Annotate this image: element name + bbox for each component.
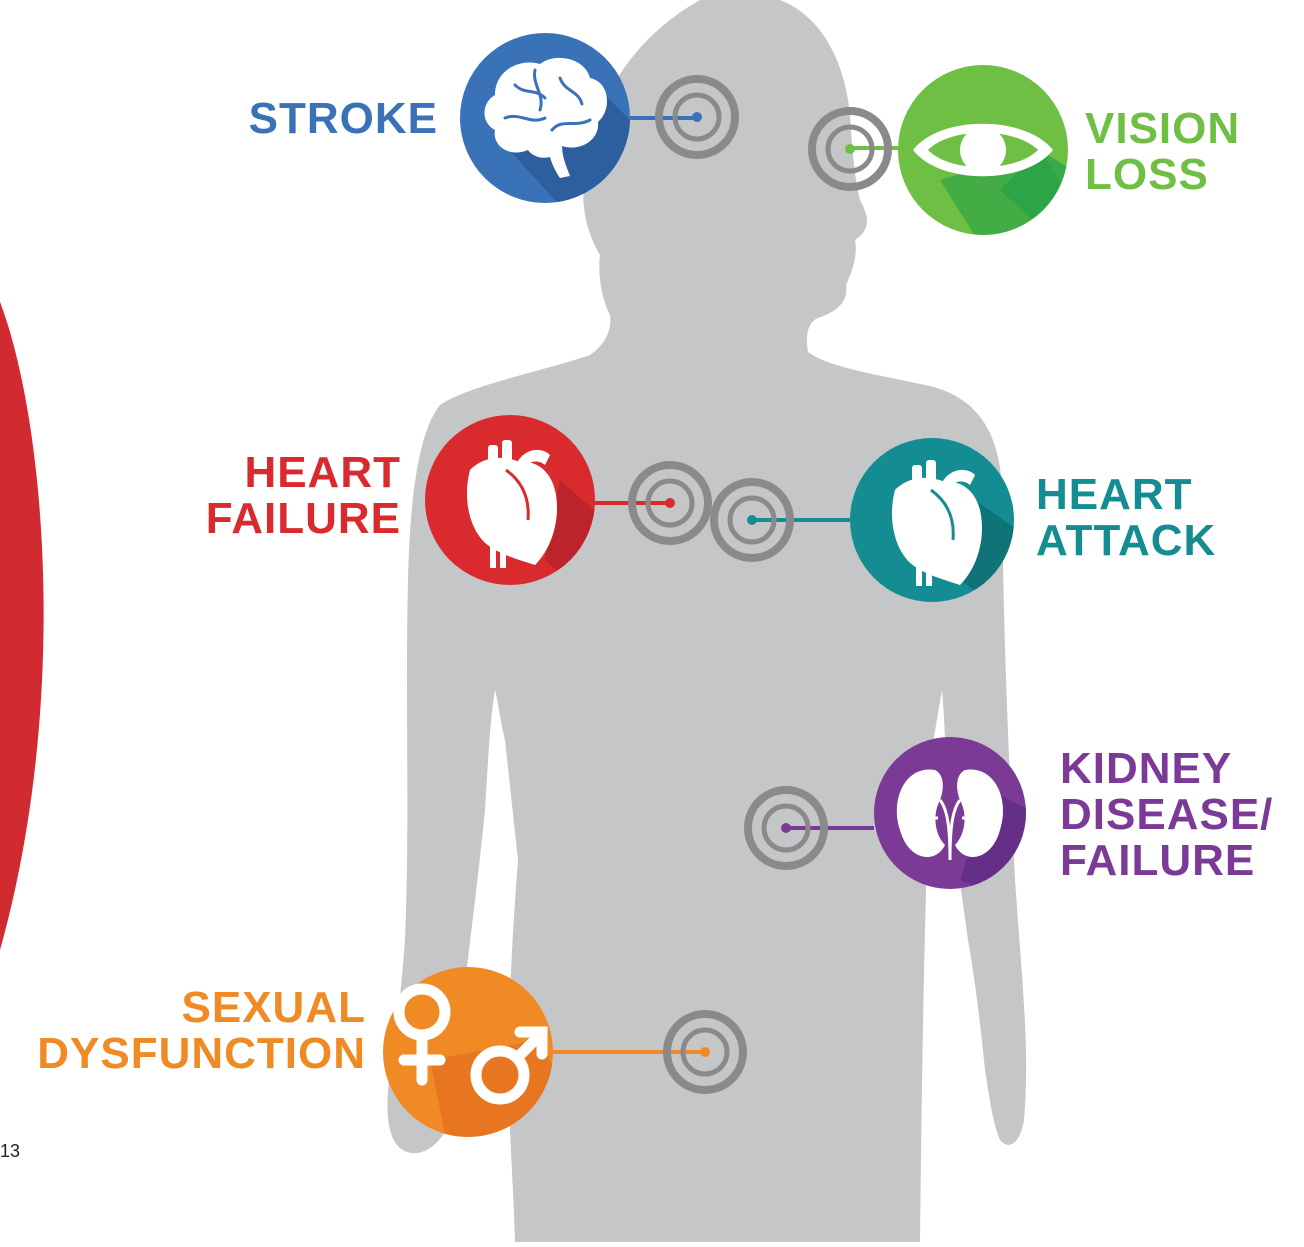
gender-symbols-icon [393,983,548,1105]
heart-icon [466,440,558,568]
label-line: KIDNEY [1060,744,1233,793]
red-arc-shape [0,302,44,950]
target-heart-failure [628,461,712,545]
target-vision [808,107,892,191]
label-heart-failure: HEART FAILURE [206,450,401,542]
label-vision: VISION LOSS [1085,106,1240,198]
label-sexual: SEXUAL DYSFUNCTION [37,985,366,1077]
label-line: VISION [1085,104,1241,153]
target-rings [628,75,892,1094]
target-sexual [663,1010,747,1094]
human-silhouette [387,0,1027,1242]
page-number: 13 [0,1141,21,1161]
sexual-badge [383,967,553,1137]
label-kidney: KIDNEY DISEASE/ FAILURE [1060,746,1273,884]
heart-icon [891,460,983,586]
label-line: HEART [1036,470,1193,519]
label-line: LOSS [1085,150,1209,199]
stroke-badge [460,33,630,203]
target-heart-attack [710,478,794,562]
kidneys-icon [896,769,1004,861]
label-stroke: STROKE [249,96,438,142]
label-line: FAILURE [1060,836,1256,885]
label-line: DISEASE/ [1060,790,1274,839]
brain-icon [484,57,608,178]
eye-icon [913,123,1053,177]
target-kidney [744,786,828,870]
target-stroke [655,75,739,159]
label-line: FAILURE [205,494,401,543]
label-heart-attack: HEART ATTACK [1036,472,1216,564]
label-line: SEXUAL [181,983,366,1032]
label-line: ATTACK [1036,516,1217,565]
label-line: DYSFUNCTION [37,1029,366,1078]
heart-failure-badge [425,415,595,585]
label-line: HEART [244,448,401,497]
label-line: STROKE [248,94,438,143]
